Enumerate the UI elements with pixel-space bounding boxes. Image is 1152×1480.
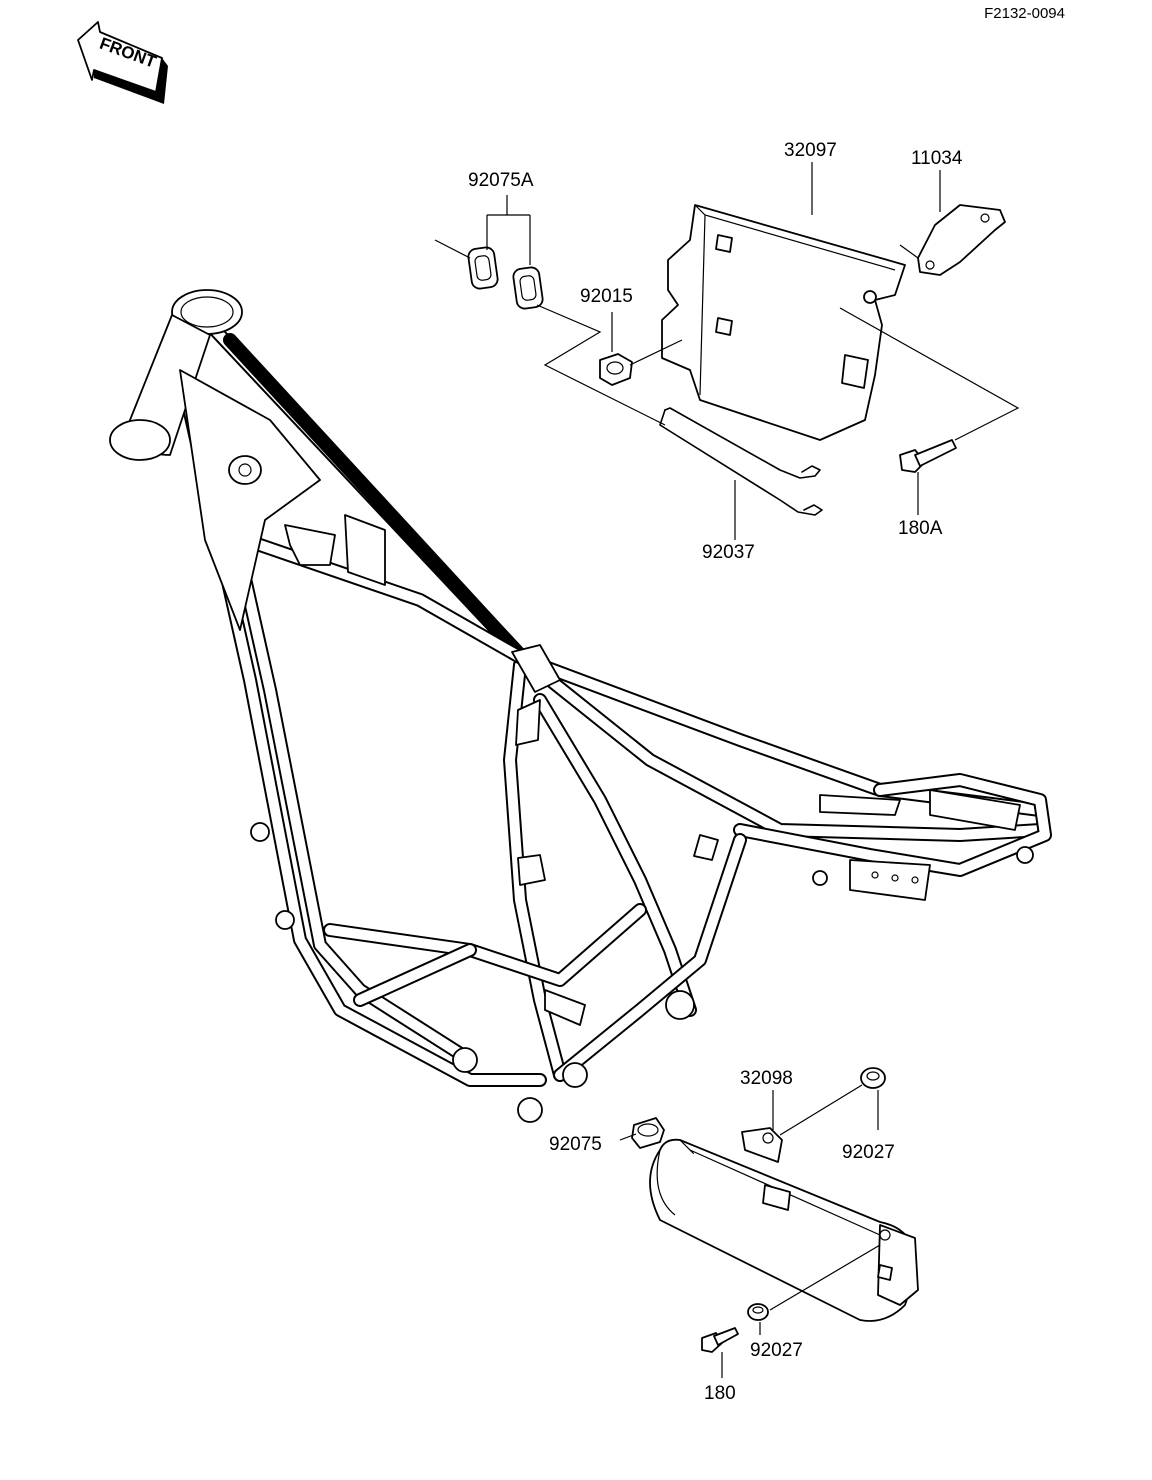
frame-assembly — [109, 289, 1052, 1123]
battery-case-32097 — [661, 204, 906, 441]
label-32097: 32097 — [784, 140, 837, 161]
label-32098: 32098 — [740, 1068, 793, 1089]
label-92075: 92075 — [549, 1134, 602, 1155]
label-180A: 180A — [898, 518, 943, 539]
strap-92037 — [659, 407, 823, 516]
label-92015: 92015 — [580, 286, 633, 307]
figure-code: F2132-0094 — [984, 5, 1065, 22]
grommet-92027-bottom — [747, 1303, 769, 1321]
leader-lines-lower — [619, 1084, 881, 1378]
nut-92015 — [599, 353, 633, 386]
grommets-92075A — [467, 246, 544, 310]
front-arrow-icon: FRONT — [77, 21, 168, 104]
bracket-11034 — [917, 204, 1006, 276]
label-180: 180 — [704, 1383, 736, 1404]
grommet-92075 — [631, 1117, 665, 1149]
label-11034: 11034 — [911, 148, 963, 169]
bolt-180A — [899, 439, 957, 473]
label-92075A: 92075A — [468, 170, 534, 191]
grommet-92027-top — [860, 1067, 886, 1089]
tool-box-32098 — [649, 1127, 919, 1322]
leader-lines-upper — [434, 162, 1020, 540]
label-92027-bottom: 92027 — [750, 1340, 803, 1361]
label-92027-top: 92027 — [842, 1142, 895, 1163]
label-92037: 92037 — [702, 542, 755, 563]
bolt-180 — [701, 1327, 739, 1353]
